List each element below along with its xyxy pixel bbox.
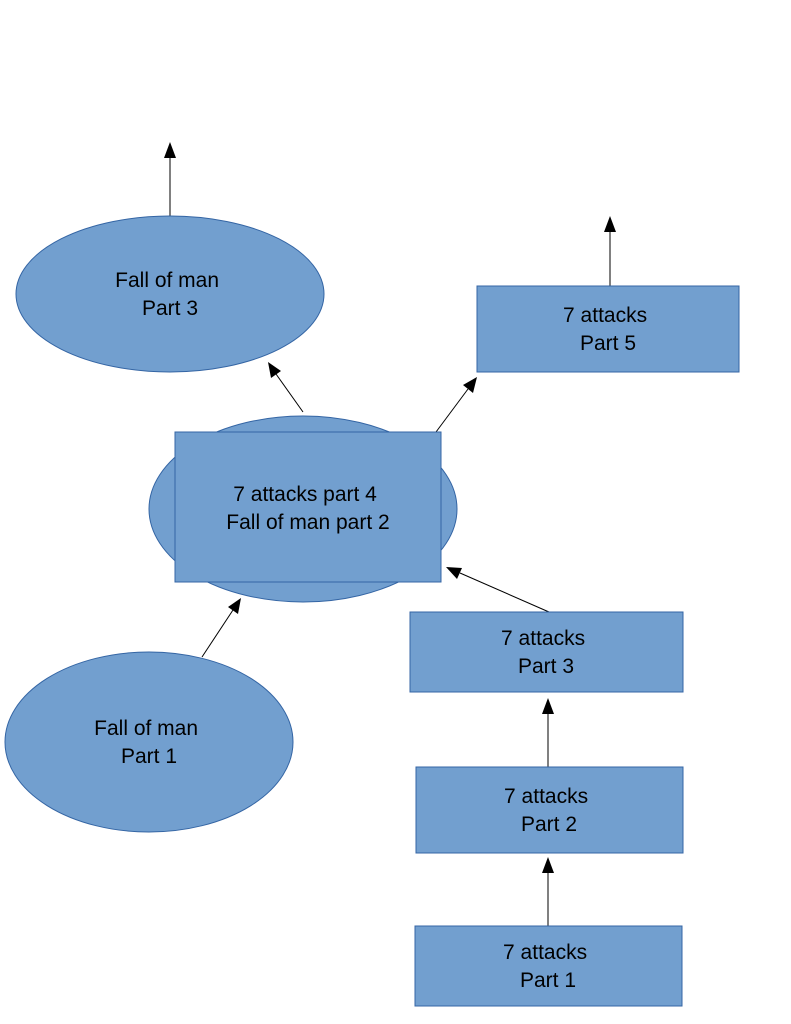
edge-fall-of-man-part-3-to-up: [164, 142, 176, 216]
node-label-line-2: Part 3: [518, 655, 574, 678]
edge-seven-attacks-part-5-to-up: [604, 216, 616, 286]
ellipse-shape: [4, 651, 294, 833]
node-label-line-2: Part 1: [121, 745, 177, 768]
node-label: Fall of man Part 3: [115, 269, 225, 320]
node-seven-attacks-part-3: 7 attacks Part 3: [409, 611, 684, 693]
node-label-line-1: Fall of man: [94, 717, 198, 740]
node-label: 7 attacks Part 3: [501, 627, 591, 678]
edge-part-3-to-part-4: [446, 567, 550, 613]
node-seven-attacks-part-2: 7 attacks Part 2: [415, 766, 684, 854]
node-label-line-1: 7 attacks: [503, 941, 587, 964]
rectangle-shape: [409, 611, 684, 693]
node-fall-of-man-part-3: Fall of man Part 3: [15, 215, 325, 373]
node-seven-attacks-part-1: 7 attacks Part 1: [414, 925, 683, 1007]
edge-merged-to-fall-of-man-part-3: [268, 362, 304, 413]
node-label-line-1: 7 attacks: [501, 627, 585, 650]
edge-part-1-to-part-2: [542, 857, 554, 926]
node-fall-of-man-part-1: Fall of man Part 1: [4, 651, 294, 833]
node-label-line-1: 7 attacks: [504, 785, 588, 808]
node-label-line-2: Part 5: [580, 332, 636, 355]
node-label: 7 attacks Part 1: [503, 941, 593, 992]
rectangle-shape: [476, 285, 740, 373]
node-label-line-2: Part 1: [520, 969, 576, 992]
node-label: 7 attacks Part 5: [563, 304, 653, 355]
node-label-line-2: Part 3: [142, 297, 198, 320]
edge-part-4-to-part-5: [435, 377, 477, 433]
node-seven-attacks-part-5: 7 attacks Part 5: [476, 285, 740, 373]
node-label-line-2: Part 2: [521, 813, 577, 836]
node-seven-attacks-part-4: 7 attacks part 4 Fall of man part 2: [174, 431, 442, 583]
node-label-line-1: Fall of man: [115, 269, 219, 292]
rectangle-shape: [414, 925, 683, 1007]
node-label: 7 attacks part 4 Fall of man part 2: [226, 483, 389, 534]
rectangle-shape: [415, 766, 684, 854]
node-label: 7 attacks Part 2: [504, 785, 594, 836]
rectangle-shape: [174, 431, 442, 583]
edge-part-2-to-part-3: [542, 698, 554, 767]
edge-fall-of-man-part-1-to-merged: [201, 598, 241, 658]
node-label-line-2: Fall of man part 2: [226, 511, 389, 534]
ellipse-shape: [15, 215, 325, 373]
node-label-line-1: 7 attacks: [563, 304, 647, 327]
node-label: Fall of man Part 1: [94, 717, 204, 768]
node-label-line-1: 7 attacks part 4: [233, 483, 377, 506]
